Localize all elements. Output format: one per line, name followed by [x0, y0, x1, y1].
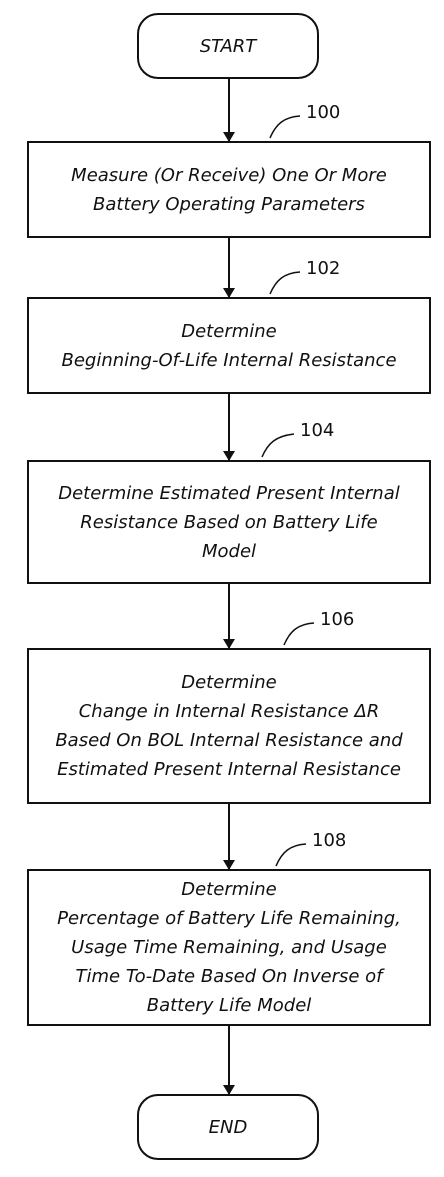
- step-102-line-1: Determine: [181, 320, 277, 342]
- start-label-box: START: [138, 14, 318, 78]
- ref-label-106: 106: [320, 609, 355, 630]
- step-108-line-3: Usage Time Remaining, and Usage: [71, 937, 387, 958]
- step-106-line-1: Determine: [181, 672, 277, 693]
- step-106-line-3: Based On BOL Internal Resistance and: [55, 730, 403, 751]
- step-108-text: Determine Percentage of Battery Life Rem…: [28, 870, 430, 1025]
- step-106-text: Determine Change in Internal Resistance …: [28, 649, 430, 803]
- step-104-line-1: Determine Estimated Present Internal: [58, 482, 400, 504]
- step-100-line-2: Battery Operating Parameters: [93, 193, 365, 215]
- end-terminal: [137, 1094, 319, 1160]
- step-106-line-2: Change in Internal Resistance ΔR: [78, 701, 380, 722]
- step-108-line-1: Determine: [181, 879, 277, 900]
- ref-leader-100: [269, 115, 301, 139]
- ref-leader-104: [261, 433, 295, 458]
- step-104-line-2: Resistance Based on Battery Life: [80, 511, 378, 533]
- end-label: END: [208, 1116, 248, 1138]
- step-104-text: Determine Estimated Present Internal Res…: [28, 461, 430, 583]
- step-108-line-4: Time To-Date Based On Inverse of: [75, 966, 383, 987]
- step-104-line-3: Model: [201, 540, 257, 562]
- end-label-box: END: [138, 1095, 318, 1159]
- ref-leader-102: [269, 271, 301, 295]
- ref-leader-106: [283, 622, 315, 646]
- ref-leader-108: [275, 843, 307, 867]
- step-100-line-1: Measure (Or Receive) One Or More: [71, 164, 387, 186]
- step-106-line-4: Estimated Present Internal Resistance: [57, 759, 401, 780]
- ref-label-100: 100: [306, 102, 341, 123]
- ref-label-108: 108: [312, 830, 347, 851]
- step-102-line-2: Beginning-Of-Life Internal Resistance: [61, 349, 397, 371]
- step-100-text: Measure (Or Receive) One Or More Battery…: [28, 142, 430, 237]
- ref-label-102: 102: [306, 258, 341, 279]
- start-label: START: [199, 35, 257, 57]
- step-102-text: Determine Beginning-Of-Life Internal Res…: [28, 298, 430, 393]
- step-108-line-2: Percentage of Battery Life Remaining,: [57, 908, 401, 929]
- step-108-line-5: Battery Life Model: [146, 995, 312, 1016]
- ref-label-104: 104: [300, 420, 335, 441]
